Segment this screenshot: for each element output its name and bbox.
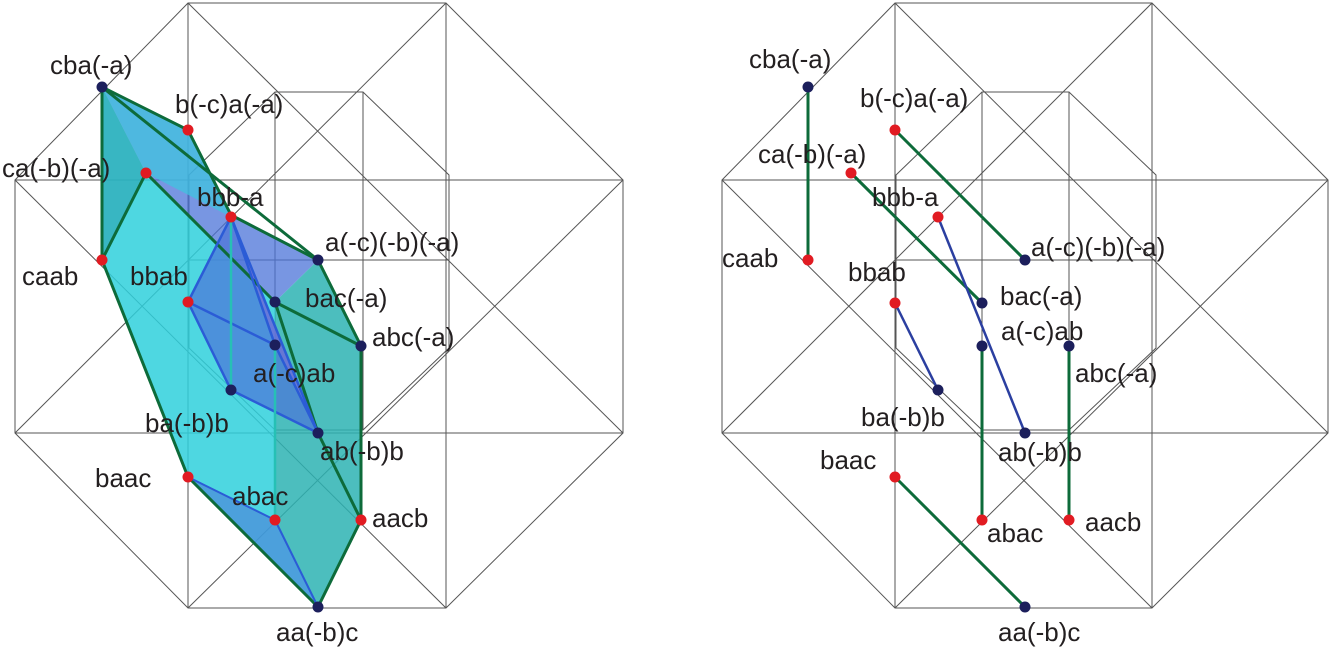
left-grid-line	[187, 2, 624, 434]
label-caab: caab	[22, 261, 78, 291]
label-abac: abac	[232, 481, 288, 511]
edge-green	[849, 171, 984, 305]
left-labels: cba(-a) b(-c)a(-a) ca(-b)(-a) bbb-a a(-c…	[2, 50, 459, 647]
vertex-navy	[802, 81, 814, 93]
vertex-navy	[312, 601, 324, 613]
left-edges	[100, 85, 363, 609]
vertex-navy	[312, 254, 324, 266]
label-bbab: bbab	[130, 261, 188, 291]
label-abc-neg-a: abc(-a)	[372, 322, 454, 352]
label-ba-neg-b-b: ba(-b)b	[145, 408, 229, 438]
edge-blue	[893, 302, 940, 391]
face-left-teal	[102, 87, 146, 260]
vertex-red	[182, 296, 194, 308]
vertex-navy	[976, 297, 988, 309]
edge-blue	[936, 216, 1027, 434]
vertex-navy	[269, 296, 281, 308]
vertex-red	[932, 211, 944, 223]
label-bbab: bbab	[848, 257, 906, 287]
vertex-red	[96, 254, 108, 266]
label-bbb-a: bbb-a	[872, 182, 939, 212]
vertex-navy	[96, 81, 108, 93]
label-a-neg-c-ab: a(-c)ab	[1001, 316, 1083, 346]
label-aacb: aacb	[1085, 507, 1141, 537]
vertex-red	[182, 471, 194, 483]
vertex-navy	[1063, 340, 1075, 352]
label-abc-neg-a: abc(-a)	[1075, 358, 1157, 388]
right-labels: cba(-a) b(-c)a(-a) ca(-b)(-a) bbb-a a(-c…	[722, 44, 1165, 647]
face-inner-blue	[188, 217, 318, 433]
label-caab: caab	[722, 243, 778, 273]
label-ab-neg-b-b: ab(-b)b	[320, 436, 404, 466]
label-ba-neg-b-b: ba(-b)b	[861, 402, 945, 432]
vertex-red	[845, 167, 857, 179]
label-bbb-a: bbb-a	[197, 182, 264, 212]
label-baac: baac	[820, 445, 876, 475]
right-vertices	[802, 81, 1075, 613]
right-grid-line	[894, 2, 1329, 434]
vertex-navy	[976, 340, 988, 352]
label-ca-neg-b-neg-a: ca(-b)(-a)	[2, 153, 110, 183]
vertex-red	[976, 514, 988, 526]
vertex-red	[355, 514, 367, 526]
label-a-neg-c-ab: a(-c)ab	[253, 358, 335, 388]
label-ab-neg-b-b: ab(-b)b	[998, 437, 1082, 467]
vertex-red	[225, 211, 237, 223]
label-baac: baac	[95, 463, 151, 493]
vertex-red	[269, 514, 281, 526]
label-aacb: aacb	[372, 503, 428, 533]
label-b-neg-c-a-neg-a: b(-c)a(-a)	[860, 83, 968, 113]
edge-green	[893, 128, 1027, 262]
vertex-navy	[1019, 427, 1031, 439]
vertex-navy	[932, 384, 944, 396]
vertex-navy	[355, 340, 367, 352]
label-cba-neg-a: cba(-a)	[50, 50, 132, 80]
vertex-navy	[269, 339, 281, 351]
vertex-navy	[1019, 254, 1031, 266]
label-bac-neg-a: bac(-a)	[305, 283, 387, 313]
label-abac: abac	[987, 518, 1043, 548]
right-edges	[806, 87, 1071, 609]
edge-green	[101, 85, 319, 262]
label-cba-neg-a: cba(-a)	[749, 44, 831, 74]
vertex-red	[1063, 514, 1075, 526]
label-ca-neg-b-neg-a: ca(-b)(-a)	[758, 139, 866, 169]
vertex-red	[889, 124, 901, 136]
label-a-neg-c-neg-b-neg-a: a(-c)(-b)(-a)	[325, 227, 459, 257]
vertex-red	[140, 167, 152, 179]
vertex-red	[182, 124, 194, 136]
edge-green	[100, 171, 362, 348]
edge-green	[893, 475, 1027, 609]
vertex-navy	[225, 384, 237, 396]
label-bac-neg-a: bac(-a)	[1000, 281, 1082, 311]
vertex-red	[889, 471, 901, 483]
left-vertices	[96, 81, 367, 613]
label-a-neg-c-neg-b-neg-a: a(-c)(-b)(-a)	[1031, 232, 1165, 262]
vertex-navy	[1019, 601, 1031, 613]
label-aa-neg-b-c: aa(-b)c	[276, 617, 358, 647]
label-aa-neg-b-c: aa(-b)c	[998, 617, 1080, 647]
right-grid-line	[894, 179, 1329, 609]
label-b-neg-c-a-neg-a: b(-c)a(-a)	[175, 89, 283, 119]
face-top-cyan	[102, 87, 231, 217]
vertex-red	[802, 254, 814, 266]
vertex-navy	[312, 427, 324, 439]
vertex-red	[889, 297, 901, 309]
